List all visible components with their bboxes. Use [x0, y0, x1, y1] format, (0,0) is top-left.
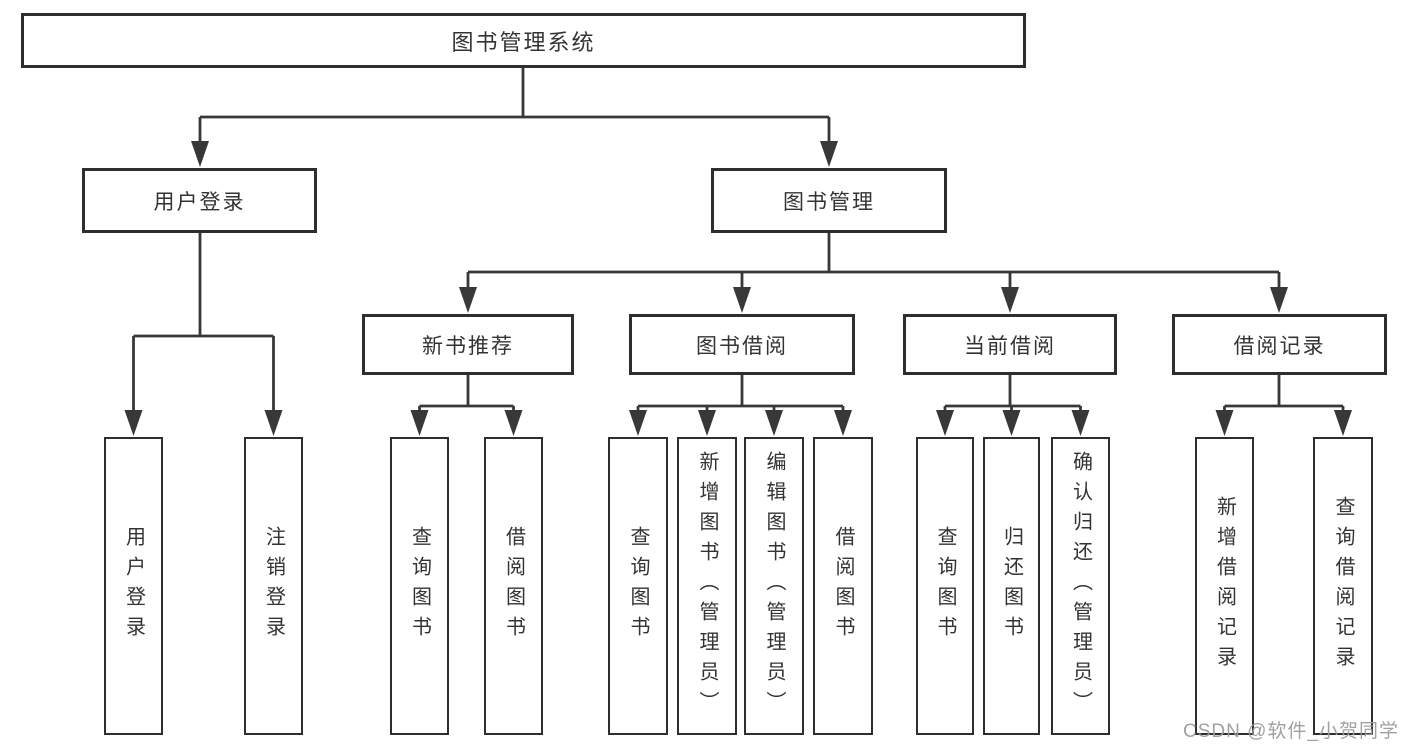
node-new-book-recommend: 新书推荐 [362, 314, 574, 375]
leaf-add-books-admin: 新增图书（管理员） [677, 437, 737, 735]
leaf-edit-books-admin: 编辑图书（管理员） [744, 437, 804, 735]
csdn-watermark: CSDN @软件_小贺同学 [1183, 721, 1399, 742]
connector-new-book-to-leaves [410, 375, 523, 436]
leaf-return-books: 归还图书 [983, 437, 1040, 735]
leaf-query-books-current: 查询图书 [916, 437, 974, 735]
leaf-borrow-books: 借阅图书 [813, 437, 873, 735]
node-borrowing-records: 借阅记录 [1172, 314, 1387, 375]
leaf-confirm-return-admin: 确认归还（管理员） [1051, 437, 1110, 735]
connector-records-to-leaves [1215, 375, 1352, 436]
leaf-query-books-recommend: 查询图书 [390, 437, 449, 735]
connector-root-to-level2 [191, 68, 838, 167]
leaf-borrow-books-recommend: 借阅图书 [484, 437, 543, 735]
node-current-borrowing: 当前借阅 [903, 314, 1117, 375]
connector-user-login-to-leaves [124, 233, 283, 436]
node-root-system: 图书管理系统 [21, 13, 1026, 68]
leaf-query-borrow-record: 查询借阅记录 [1313, 437, 1373, 735]
connector-borrowing-to-leaves [629, 375, 852, 436]
node-book-borrowing: 图书借阅 [629, 314, 855, 375]
connector-current-to-leaves [936, 375, 1090, 436]
leaf-add-borrow-record: 新增借阅记录 [1195, 437, 1254, 735]
leaf-query-books-borrowing: 查询图书 [608, 437, 668, 735]
leaf-user-login: 用户登录 [104, 437, 163, 735]
connector-book-management-to-level3 [459, 233, 1288, 313]
node-user-login: 用户登录 [82, 168, 317, 233]
leaf-logout: 注销登录 [244, 437, 303, 735]
node-book-management: 图书管理 [711, 168, 947, 233]
